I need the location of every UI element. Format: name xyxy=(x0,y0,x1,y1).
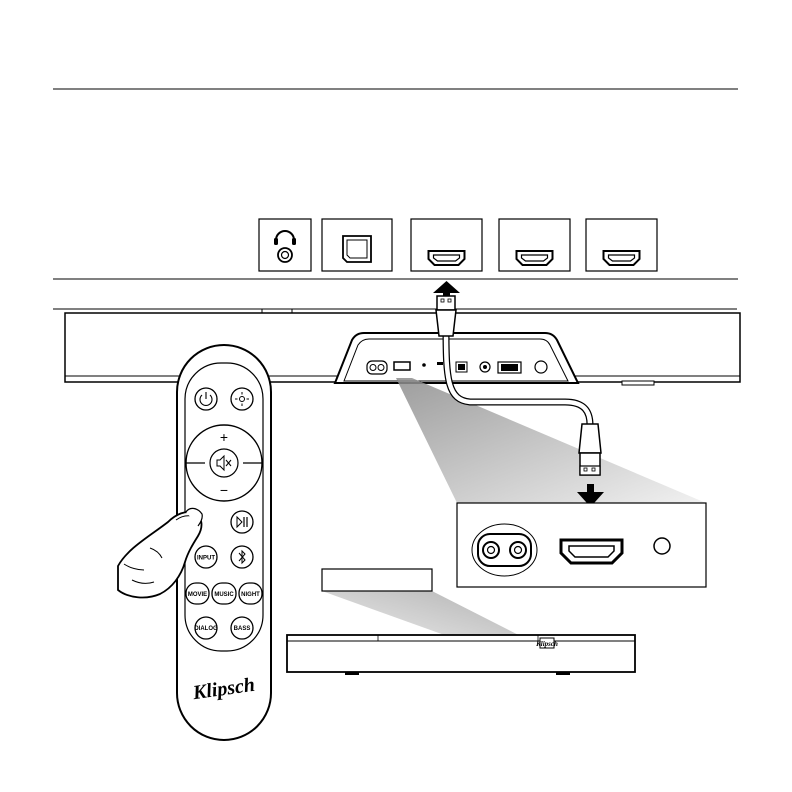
pair-button xyxy=(654,538,670,554)
dialog-button[interactable]: DIALOG xyxy=(194,617,218,639)
soundbar-rear-panel xyxy=(335,333,578,383)
svg-text:−: − xyxy=(220,482,228,498)
light-button[interactable] xyxy=(231,388,253,410)
soundbar xyxy=(53,309,740,385)
optical-port xyxy=(322,219,392,271)
power-inlet-small xyxy=(367,361,387,374)
night-button[interactable]: NIGHT xyxy=(239,583,262,604)
bluetooth-button[interactable] xyxy=(231,546,253,568)
svg-text:Klipsch: Klipsch xyxy=(535,640,558,648)
bass-button[interactable]: BASS xyxy=(231,617,253,639)
ports-row xyxy=(259,219,657,271)
mute-button[interactable] xyxy=(210,449,238,477)
rear-panel-callout xyxy=(457,503,706,587)
volume-down-button[interactable]: − xyxy=(220,482,228,498)
svg-text:MUSIC: MUSIC xyxy=(214,592,234,598)
power-button[interactable] xyxy=(195,388,217,410)
svg-text:DIALOG: DIALOG xyxy=(194,626,218,632)
hdmi-arc-port xyxy=(561,540,622,563)
svg-text:+: + xyxy=(220,429,228,445)
zoom-beam xyxy=(396,378,706,503)
movie-button[interactable]: MOVIE xyxy=(186,583,209,604)
volume-up-button[interactable]: + xyxy=(220,429,228,445)
hdmi-arc-port-small xyxy=(394,362,410,370)
hdmi-connector-bottom xyxy=(579,424,601,475)
play-pause-button[interactable] xyxy=(231,511,253,533)
subwoofer-callout-box xyxy=(322,569,432,591)
hdmi-port-1 xyxy=(411,219,482,271)
svg-text:MOVIE: MOVIE xyxy=(188,592,207,598)
svg-text:BASS: BASS xyxy=(234,626,251,632)
subwoofer: Klipsch xyxy=(287,635,635,675)
subwoofer-badge-logo: Klipsch xyxy=(535,638,558,648)
input-button[interactable]: INPUT xyxy=(195,546,217,568)
svg-text:INPUT: INPUT xyxy=(197,556,215,562)
headphone-port xyxy=(259,219,311,271)
hdmi-port-2 xyxy=(499,219,570,271)
hdmi-port-3 xyxy=(586,219,657,271)
music-button[interactable]: MUSIC xyxy=(212,583,236,604)
hdmi-connector-top xyxy=(436,296,456,336)
svg-text:NIGHT: NIGHT xyxy=(241,592,260,598)
volume-dial: + − xyxy=(186,425,262,501)
